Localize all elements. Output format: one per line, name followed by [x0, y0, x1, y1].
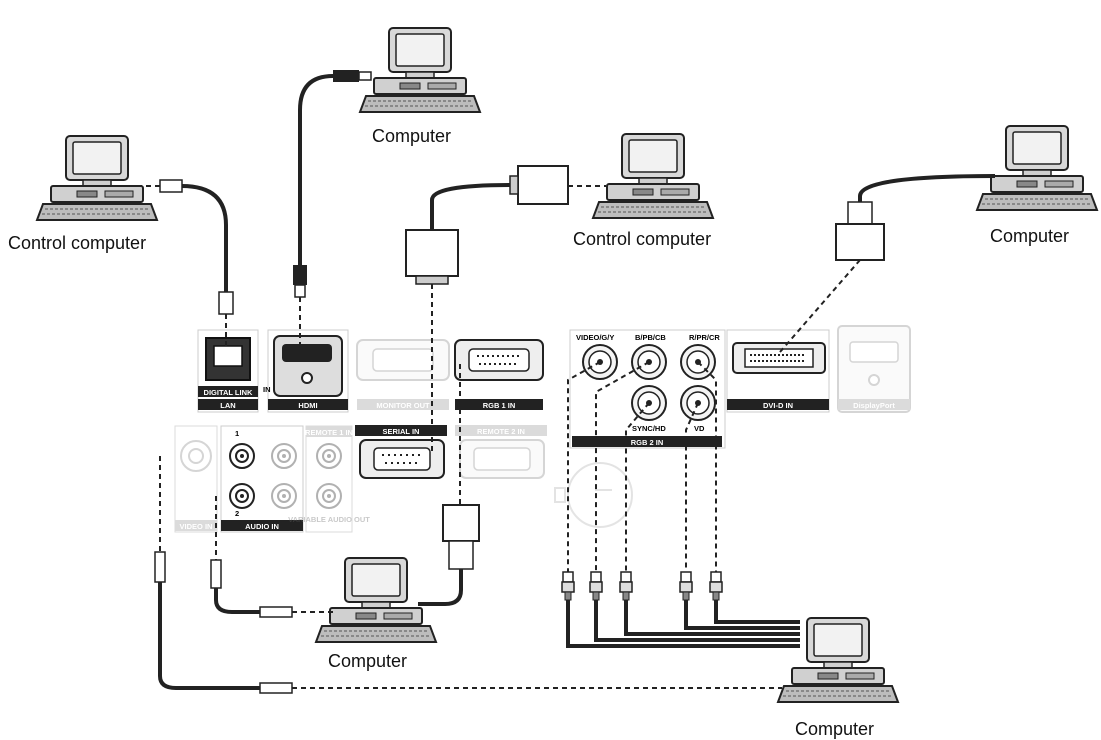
audio-in-label: AUDIO IN [245, 522, 279, 531]
control-computer-lan-label: Control computer [8, 233, 147, 253]
bnc-cables [561, 361, 800, 648]
control-computer-serial-label: Control computer [573, 229, 712, 249]
video-in-port: VIDEO IN [174, 425, 218, 533]
hdmi-port: IN HDMI [263, 329, 349, 413]
computer-hdmi-label: Computer [372, 126, 452, 146]
lan-cable [137, 179, 234, 350]
computer-hdmi-icon [359, 27, 481, 113]
rgb2-in-label: RGB 2 IN [631, 438, 664, 447]
lan-label: LAN [220, 401, 235, 410]
serial-in-label: SERIAL IN [383, 427, 420, 436]
computer-audio-rgb1-icon [315, 557, 437, 643]
computer-dvi-label: Computer [990, 226, 1070, 246]
dvi-cable [779, 174, 996, 353]
computer-rgb2-label: Computer [795, 719, 875, 739]
variable-audio-out-label: VARIABLE AUDIO OUT [288, 515, 370, 524]
computer-audio-rgb1-label: Computer [328, 651, 408, 671]
digital-link-label: DIGITAL LINK [204, 388, 253, 397]
rgb2-in-port: VIDEO/G/Y B/PB/CB R/PR/CR SYNC/HD VD RGB… [569, 329, 726, 449]
security-slot-icon [554, 462, 633, 528]
rgb1-in-port: RGB 1 IN [454, 339, 544, 410]
video-in-label: VIDEO IN [180, 522, 213, 531]
vd-label: VD [694, 424, 705, 433]
b-pb-cb-label: B/PB/CB [635, 333, 666, 342]
dvid-in-port: DVI-D IN [726, 329, 830, 413]
computer-rgb2-icon [777, 617, 899, 703]
audio-cable-1 [210, 496, 334, 618]
dvid-in-label: DVI-D IN [763, 401, 793, 410]
displayport-label: DisplayPort [853, 401, 895, 410]
digital-link-port: DIGITAL LINK LAN [197, 329, 259, 413]
control-computer-lan-icon [36, 135, 158, 221]
audio-in-1-label: 1 [235, 429, 239, 438]
monitor-out-port: MONITOR OUT [356, 339, 450, 410]
hdmi-cable [293, 70, 372, 346]
hdmi-label: HDMI [298, 401, 317, 410]
audio-in-port: 1 2 AUDIO IN [220, 425, 304, 533]
remote1-variable-audio-port: REMOTE 1 IN VARIABLE AUDIO OUT [288, 425, 370, 533]
audio-in-2-jack-icon [229, 483, 255, 509]
video-g-y-label: VIDEO/G/Y [576, 333, 614, 342]
audio-in-1-jack-icon [229, 443, 255, 469]
serial-in-port: SERIAL IN [355, 425, 447, 479]
r-pr-cr-label: R/PR/CR [689, 333, 720, 342]
control-computer-serial-icon [592, 133, 714, 219]
audio-in-2-label: 2 [235, 509, 239, 518]
audio-cable-2 [154, 456, 782, 694]
computer-dvi-icon [976, 125, 1098, 211]
rgb1-in-label: RGB 1 IN [483, 401, 516, 410]
displayport-port: DisplayPort [837, 325, 911, 413]
remote1-in-label: REMOTE 1 IN [305, 428, 353, 437]
serial-cable [405, 165, 606, 452]
rgb1-cable [418, 364, 480, 606]
monitor-out-label: MONITOR OUT [376, 401, 430, 410]
hdmi-in-label: IN [263, 385, 271, 394]
remote2-in-port: REMOTE 2 IN [455, 425, 547, 479]
sync-hd-label: SYNC/HD [632, 424, 666, 433]
remote2-in-label: REMOTE 2 IN [477, 427, 525, 436]
